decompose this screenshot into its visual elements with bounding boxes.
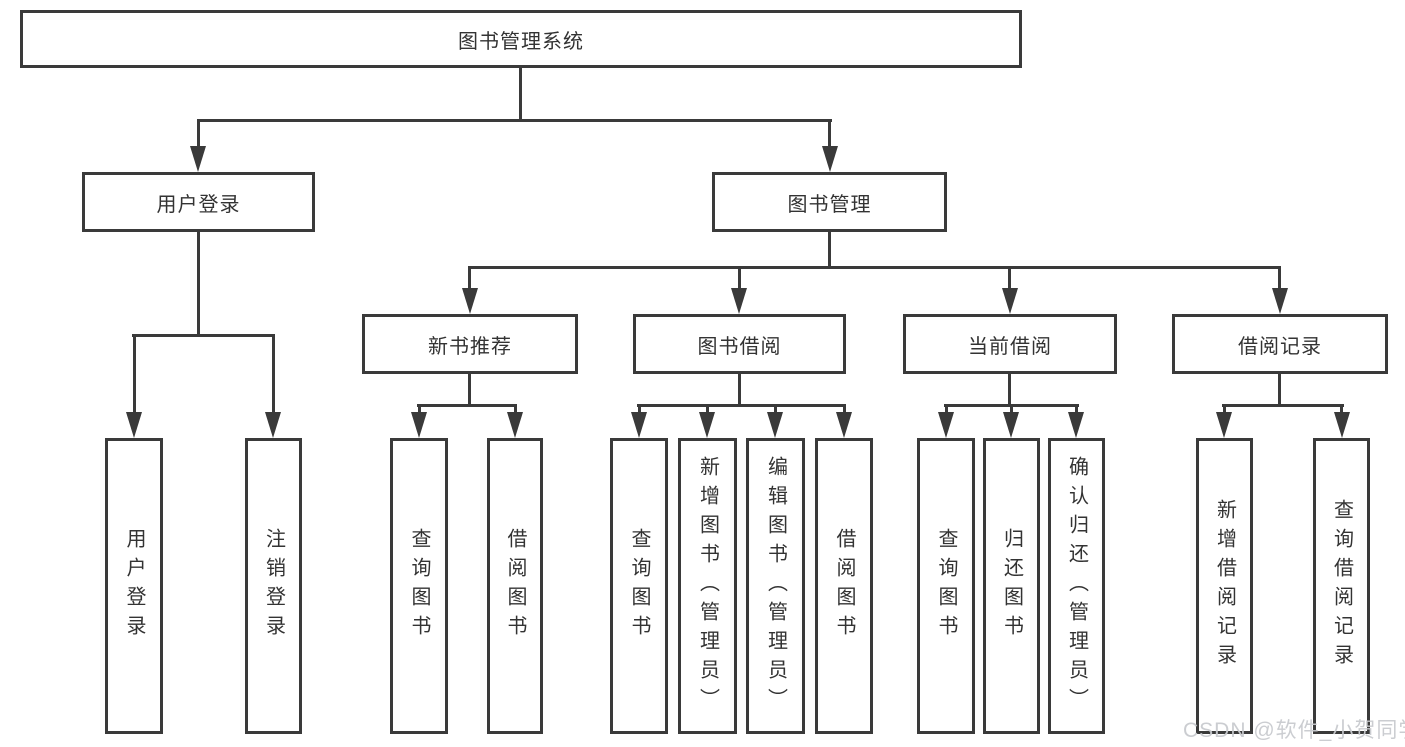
- node-user-login: 用户登录: [82, 172, 315, 232]
- arrow-down-icon: [1334, 412, 1350, 438]
- leaf-bb-query-book: 查询图书: [610, 438, 668, 734]
- connector-line: [1278, 266, 1281, 291]
- arrow-down-icon: [822, 146, 838, 172]
- connector-line: [197, 119, 200, 149]
- leaf-cb-confirm-return-admin-label: 确认归还（管理员）: [1065, 455, 1088, 717]
- connector-line: [468, 266, 471, 291]
- leaf-cb-confirm-return-admin: 确认归还（管理员）: [1048, 438, 1105, 734]
- connector-line: [1008, 372, 1011, 407]
- node-current-borrow: 当前借阅: [903, 314, 1117, 374]
- connector-line: [468, 372, 471, 407]
- leaf-rec-borrow-book: 借阅图书: [487, 438, 543, 734]
- leaf-user-login: 用户登录: [105, 438, 163, 734]
- leaf-bb-add-book-admin: 新增图书（管理员）: [678, 438, 737, 734]
- leaf-cb-query-book-label: 查询图书: [935, 528, 957, 644]
- arrow-down-icon: [190, 146, 206, 172]
- connector-line: [197, 119, 832, 122]
- connector-line: [1010, 404, 1013, 415]
- leaf-br-query-record-label: 查询借阅记录: [1330, 499, 1353, 673]
- csdn-watermark: CSDN @软件_小贺同学: [1183, 719, 1405, 742]
- connector-line: [514, 404, 517, 415]
- connector-line: [1223, 404, 1226, 415]
- arrow-down-icon: [1003, 412, 1019, 438]
- arrow-down-icon: [1272, 288, 1288, 314]
- connector-line: [706, 404, 709, 415]
- connector-line: [638, 404, 641, 415]
- leaf-bb-edit-book-admin-label: 编辑图书（管理员）: [764, 455, 787, 717]
- leaf-cb-return-book: 归还图书: [983, 438, 1040, 734]
- arrow-down-icon: [126, 412, 142, 438]
- arrow-down-icon: [1068, 412, 1084, 438]
- leaf-cb-query-book: 查询图书: [917, 438, 975, 734]
- leaf-bb-add-book-admin-label: 新增图书（管理员）: [696, 455, 719, 717]
- leaf-logout: 注销登录: [245, 438, 302, 734]
- leaf-bb-borrow-book: 借阅图书: [815, 438, 873, 734]
- arrow-down-icon: [1002, 288, 1018, 314]
- connector-line: [738, 266, 741, 291]
- connector-line: [637, 404, 846, 407]
- arrow-down-icon: [767, 412, 783, 438]
- connector-line: [468, 266, 1281, 269]
- leaf-br-add-record-label: 新增借阅记录: [1213, 499, 1236, 673]
- node-borrow-records-label: 借阅记录: [1238, 335, 1322, 358]
- connector-line: [272, 334, 275, 415]
- leaf-rec-query-book-label: 查询图书: [408, 528, 430, 644]
- node-borrow-records: 借阅记录: [1172, 314, 1388, 374]
- connector-line: [945, 404, 948, 415]
- connector-line: [1008, 266, 1011, 291]
- node-current-borrow-label: 当前借阅: [968, 335, 1052, 358]
- connector-line: [1222, 404, 1344, 407]
- connector-line: [132, 334, 275, 337]
- connector-line: [197, 230, 200, 336]
- node-new-book-recommend: 新书推荐: [362, 314, 578, 374]
- connector-line: [1340, 404, 1343, 415]
- arrow-down-icon: [731, 288, 747, 314]
- arrow-down-icon: [507, 412, 523, 438]
- leaf-br-add-record: 新增借阅记录: [1196, 438, 1253, 734]
- leaf-cb-return-book-label: 归还图书: [1000, 528, 1023, 644]
- leaf-logout-label: 注销登录: [262, 528, 285, 644]
- arrow-down-icon: [1216, 412, 1232, 438]
- connector-line: [417, 404, 517, 407]
- connector-line: [1075, 404, 1078, 415]
- leaf-rec-borrow-book-label: 借阅图书: [504, 528, 526, 644]
- leaf-bb-edit-book-admin: 编辑图书（管理员）: [746, 438, 805, 734]
- node-book-management: 图书管理: [712, 172, 947, 232]
- connector-line: [774, 404, 777, 415]
- connector-line: [519, 66, 522, 121]
- arrow-down-icon: [411, 412, 427, 438]
- node-book-management-label: 图书管理: [787, 193, 872, 216]
- connector-line: [418, 404, 421, 415]
- arrow-down-icon: [265, 412, 281, 438]
- node-root: 图书管理系统: [20, 10, 1022, 68]
- node-user-login-label: 用户登录: [156, 193, 241, 216]
- arrow-down-icon: [836, 412, 852, 438]
- connector-line: [1278, 372, 1281, 407]
- leaf-bb-query-book-label: 查询图书: [628, 528, 650, 644]
- connector-line: [738, 372, 741, 407]
- connector-line: [843, 404, 846, 415]
- connector-line: [133, 334, 136, 415]
- arrow-down-icon: [631, 412, 647, 438]
- leaf-bb-borrow-book-label: 借阅图书: [833, 528, 855, 644]
- arrow-down-icon: [462, 288, 478, 314]
- leaf-br-query-record: 查询借阅记录: [1313, 438, 1370, 734]
- arrow-down-icon: [699, 412, 715, 438]
- connector-line: [828, 230, 831, 269]
- node-book-borrow-label: 图书借阅: [697, 335, 782, 358]
- node-root-label: 图书管理系统: [458, 30, 584, 53]
- leaf-user-login-label: 用户登录: [123, 528, 145, 644]
- leaf-rec-query-book: 查询图书: [390, 438, 448, 734]
- node-new-book-recommend-label: 新书推荐: [428, 335, 512, 358]
- arrow-down-icon: [938, 412, 954, 438]
- connector-line: [828, 119, 831, 149]
- node-book-borrow: 图书借阅: [633, 314, 846, 374]
